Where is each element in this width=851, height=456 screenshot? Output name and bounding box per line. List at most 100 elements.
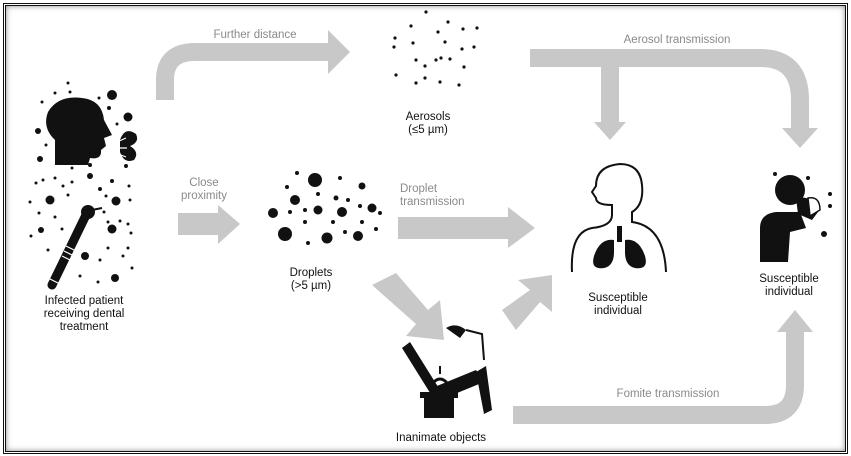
particle [367,203,377,213]
frame-border [3,3,848,454]
particle [123,112,133,122]
particle [411,41,415,45]
particle [41,178,45,182]
source-label-3: treatment [60,321,109,333]
particle [29,234,33,238]
arrow-droplet-transmission [398,207,535,248]
particle [378,211,382,215]
particle [358,182,366,190]
particle [53,91,57,95]
particle [106,246,110,250]
particle [295,171,299,175]
particle [121,254,125,258]
particle [126,246,130,250]
particle [423,64,427,68]
particle [53,176,57,180]
particle [472,45,476,49]
particle [457,83,461,87]
arrow-aerosol-transmission [530,49,818,148]
particle [436,30,440,34]
droplets-label-2: (>5 µm) [291,280,331,292]
particle [268,208,278,218]
particle [337,207,347,217]
person-with-lungs-icon [570,162,667,273]
particle [414,58,418,62]
particle [66,81,70,85]
particle [353,231,363,241]
particle [44,143,48,147]
aerosols-label-1: Aerosols [406,111,451,123]
particle [331,220,335,224]
particle [308,173,322,187]
aerosol-particles [392,10,479,87]
particle [66,193,70,197]
susceptible-center-label-1: Susceptible [588,292,647,304]
particle [303,220,307,224]
particle [128,198,132,202]
particle [104,194,108,198]
particle [423,76,427,80]
particle [374,227,378,231]
particle [424,10,428,14]
particle [111,274,119,282]
particle [434,58,438,62]
particle [461,27,465,31]
particle [443,40,447,44]
particle [53,215,57,219]
source-label-2: receiving dental [44,308,125,320]
particle [37,156,43,162]
particle [70,166,74,170]
arrow-droplets-to-objects [372,273,444,340]
particle [97,96,101,100]
aerosols-label-2: (≤5 µm) [408,124,448,136]
arrow-further-distance [156,30,350,100]
particle [34,181,38,185]
particle [303,208,307,212]
further-distance-label: Further distance [213,29,296,41]
particle [70,180,74,184]
close-proximity-label-2: proximity [181,190,227,202]
particle [35,128,41,134]
particle [343,230,347,234]
particle [110,179,114,183]
particle [448,57,452,61]
arrow-close-proximity [178,205,240,244]
particle [28,200,32,204]
particle [98,187,102,191]
particle [439,56,443,60]
particle [107,106,111,110]
particle [107,90,117,100]
particle [462,65,466,69]
droplet-transmission-label-2: transmission [400,196,465,208]
particle [88,163,92,167]
particle [358,204,362,208]
particle [60,227,64,231]
particle [360,220,364,224]
particle [106,220,110,224]
coughing-head-icon [46,97,138,165]
sneezing-person-icon [760,172,832,262]
dental-chair-icon [402,325,492,418]
droplet-transmission-label-1: Droplet [400,183,438,195]
particle [61,184,65,188]
particle [409,24,413,28]
particle [115,122,119,126]
particle [446,20,450,24]
droplets-label-1: Droplets [290,267,333,279]
dental-drill-icon [47,205,103,290]
particle [87,173,93,179]
particle [306,241,310,245]
particle [118,219,122,223]
particle [127,184,131,188]
particle [38,227,44,233]
particle [285,185,289,189]
particle [98,258,102,262]
particle [321,232,333,244]
particle [393,36,397,40]
susceptible-right-label-1: Susceptible [759,273,818,285]
droplet-particles [268,171,382,245]
particle [45,195,55,205]
susceptible-right-label-2: individual [765,286,813,298]
